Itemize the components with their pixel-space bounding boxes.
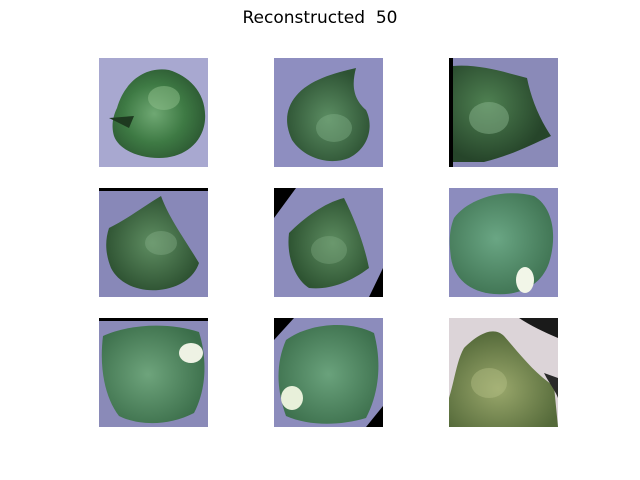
image-tile-7	[99, 318, 208, 427]
image-tile-4	[99, 188, 208, 297]
image-tile-8	[274, 318, 383, 427]
leaf-image-5	[274, 188, 383, 297]
leaf-image-8	[274, 318, 383, 427]
image-tile-9	[449, 318, 558, 427]
leaf-image-3	[449, 58, 558, 167]
leaf-image-1	[99, 58, 208, 167]
image-tile-5	[274, 188, 383, 297]
image-tile-2	[274, 58, 383, 167]
leaf-image-2	[274, 58, 383, 167]
image-tile-6	[449, 188, 558, 297]
image-tile-3	[449, 58, 558, 167]
leaf-image-7	[99, 318, 208, 427]
leaf-image-6	[449, 188, 558, 297]
figure-title: Reconstructed 50	[242, 8, 398, 28]
image-tile-1	[99, 58, 208, 167]
leaf-image-4	[99, 188, 208, 297]
leaf-image-9	[449, 318, 558, 427]
